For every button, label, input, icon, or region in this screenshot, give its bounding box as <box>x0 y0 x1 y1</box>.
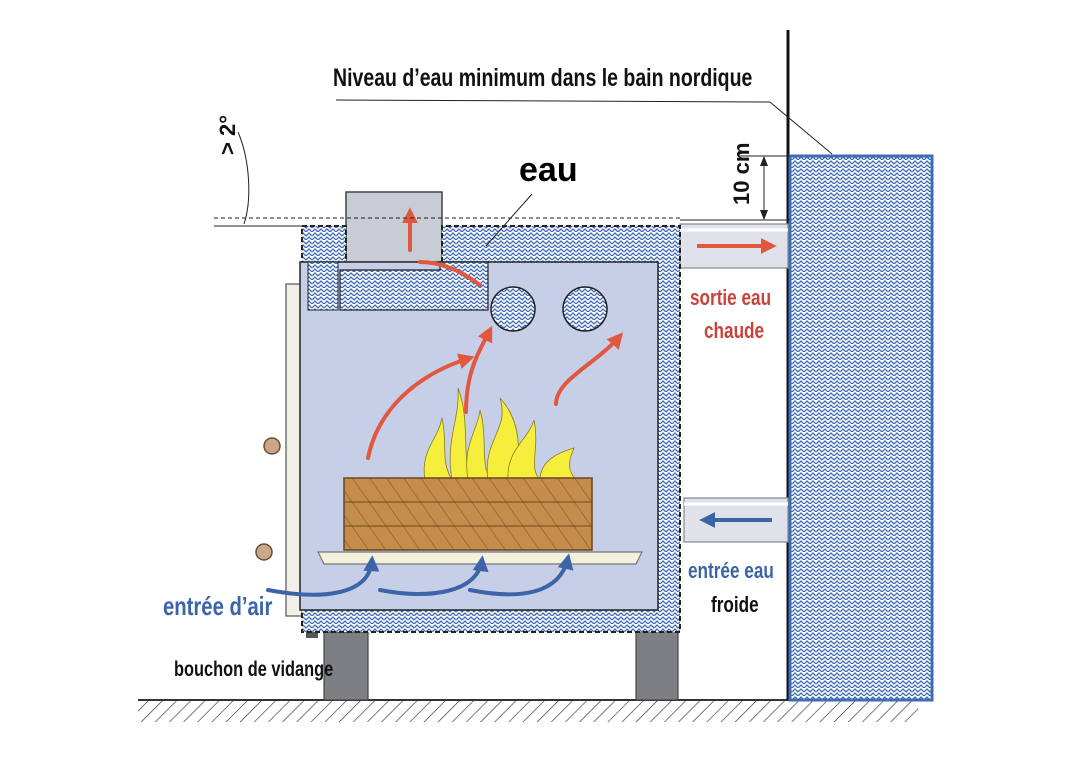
stove-leg-left <box>323 631 369 701</box>
hot-water-outlet-label: sortie eau <box>690 285 772 310</box>
angle-label: > 2° <box>215 115 240 155</box>
chimney <box>345 191 443 271</box>
hot-water-outlet-label-2: chaude <box>704 318 765 343</box>
hot-outlet-pipe <box>679 223 789 269</box>
guide-lines <box>214 99 833 247</box>
flame-icon <box>423 387 577 481</box>
stove-leg-right <box>635 629 679 701</box>
bath-water <box>788 154 934 702</box>
cold-water-inlet-label-2: froide <box>711 592 759 617</box>
height-label: 10 cm <box>729 142 754 205</box>
hot-gas-arrows <box>366 207 624 460</box>
air-intake-label: entrée d’air <box>163 591 273 621</box>
baffle <box>339 261 489 311</box>
water-label: eau <box>519 151 578 189</box>
drain-plug-label: bouchon de vidange <box>174 658 334 681</box>
smoke-tube-1 <box>490 286 536 332</box>
min-water-level-label: Niveau d’eau minimum dans le bain nordiq… <box>333 64 753 92</box>
drain-knob-icon <box>263 437 281 455</box>
smoke-tube-2 <box>562 286 608 332</box>
air-intake-arrows <box>266 553 574 597</box>
ground <box>138 699 918 722</box>
wood-logs <box>343 477 593 551</box>
cold-inlet-pipe <box>683 497 789 543</box>
cold-water-inlet-label: entrée eau <box>688 558 774 583</box>
